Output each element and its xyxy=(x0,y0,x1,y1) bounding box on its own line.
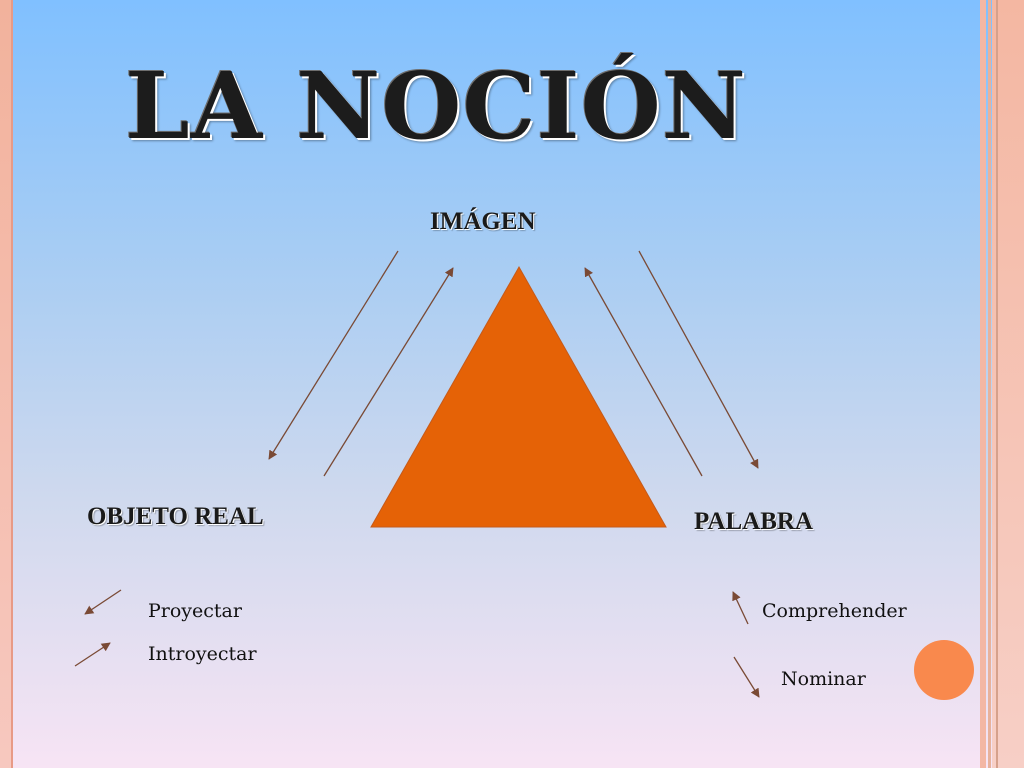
decorative-circle xyxy=(914,640,974,700)
nominar-arrow xyxy=(638,250,759,469)
legend-nominar-icon xyxy=(733,656,760,698)
right-border-stripe xyxy=(980,0,986,768)
legend-comprehender-icon xyxy=(732,591,749,625)
left-border-decoration xyxy=(0,0,13,768)
concept-triangle xyxy=(370,265,667,528)
node-imagen: IMÁGEN xyxy=(430,208,536,235)
legend-proyectar-label: Proyectar xyxy=(148,600,242,622)
introyectar-arrow xyxy=(323,267,454,477)
legend-proyectar-icon xyxy=(84,589,122,615)
legend-comprehender-label: Comprehender xyxy=(762,600,907,622)
proyectar-arrow xyxy=(268,250,399,460)
legend-introyectar-icon xyxy=(74,642,111,667)
node-palabra: PALABRA xyxy=(694,508,813,535)
comprehender-arrow xyxy=(584,267,703,477)
slide-title: LA NOCIÓN xyxy=(125,52,747,160)
legend-nominar-label: Nominar xyxy=(781,668,866,690)
node-objeto-real: OBJETO REAL xyxy=(87,503,264,530)
right-border-stripe xyxy=(996,0,998,768)
legend-introyectar-label: Introyectar xyxy=(148,643,257,665)
right-border-stripe xyxy=(988,0,991,768)
